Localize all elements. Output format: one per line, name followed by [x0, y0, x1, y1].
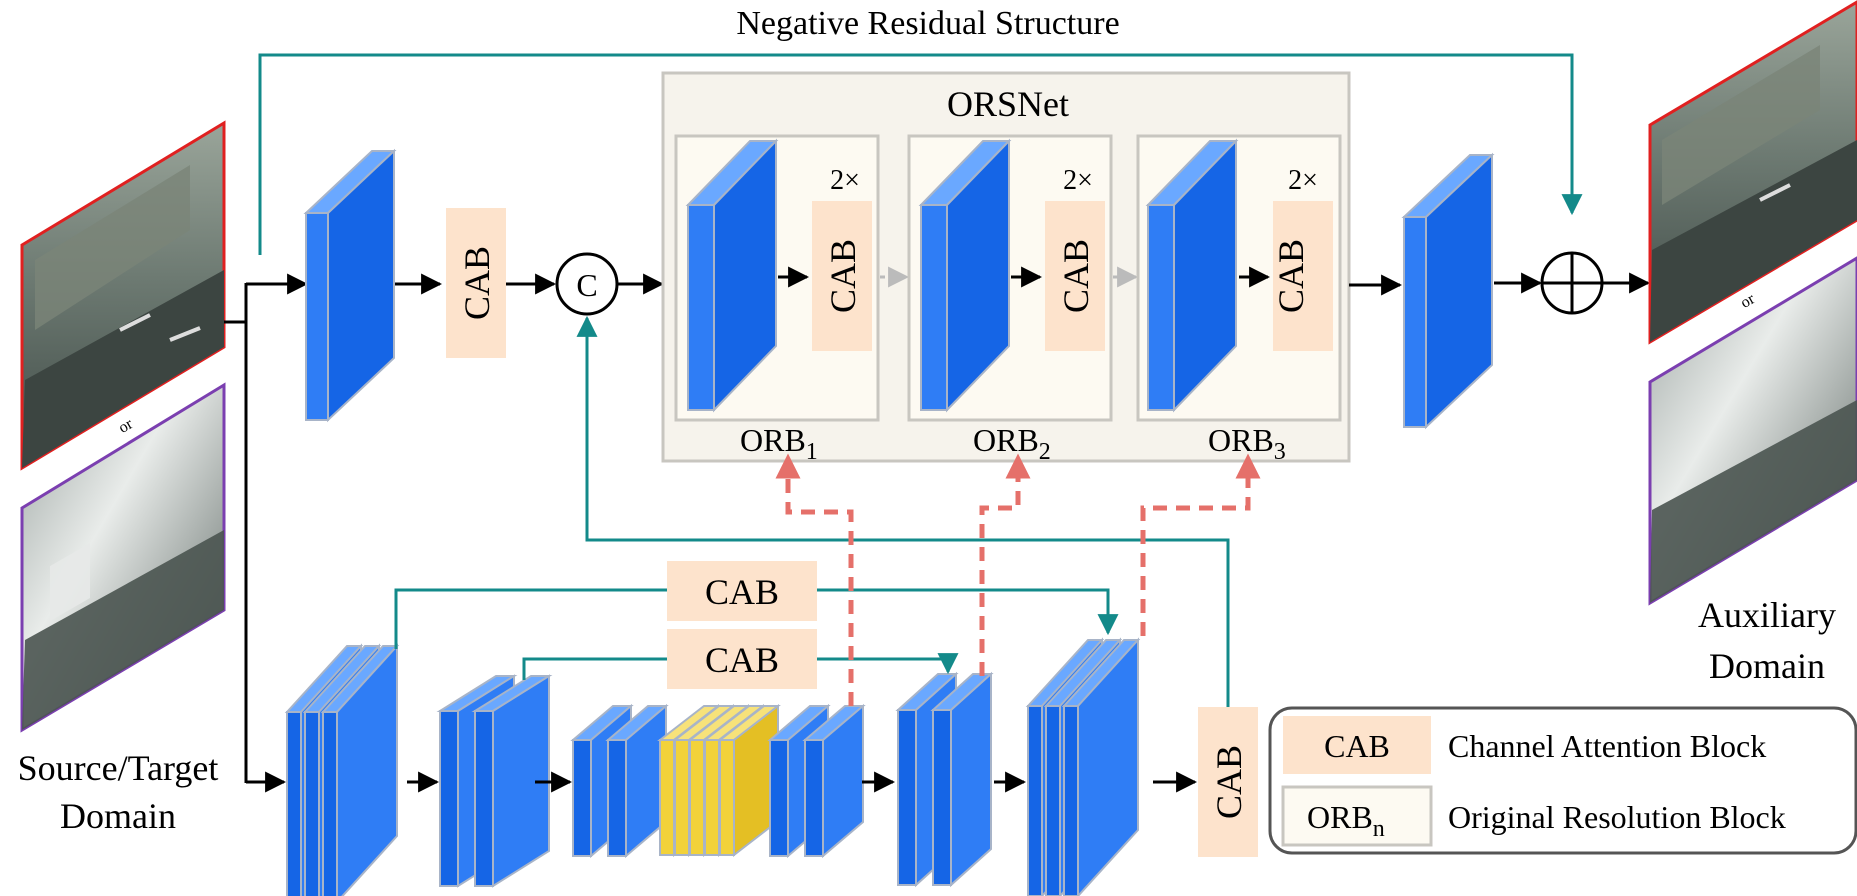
enc-block-1-3	[320, 643, 400, 896]
concat-node: C	[555, 252, 619, 316]
input-image-foggy	[20, 382, 226, 733]
orb-2-conv-shape	[918, 138, 1012, 413]
aux-label-line2: Domain	[1709, 646, 1825, 686]
bottleneck-yellow-5	[717, 703, 781, 858]
output-or-label: or	[1738, 290, 1759, 312]
legend: CAB Channel Attention Block ORBn Origina…	[1268, 706, 1857, 855]
guidance-to-orb-1	[775, 453, 854, 706]
orb-3-conv	[1145, 138, 1239, 413]
negative-residual-skip	[258, 53, 1583, 255]
cab-block-top: CAB	[446, 208, 506, 358]
cab-skip-inner: CAB	[667, 629, 817, 689]
orb-2-conv	[918, 138, 1012, 413]
dec-block-1-2	[802, 703, 866, 859]
cab-skip-outer: CAB	[667, 561, 817, 621]
guidance-to-orb-2	[979, 453, 1031, 676]
orb-1-conv	[685, 138, 779, 413]
legend-orb-desc: Original Resolution Block	[1448, 799, 1786, 835]
orb-2-cab-text: CAB	[1056, 239, 1096, 313]
dec-block-3-3	[1061, 637, 1141, 896]
output-image-foggy	[1648, 256, 1857, 606]
source-label-line2: Domain	[60, 796, 176, 836]
legend-cab-desc: Channel Attention Block	[1448, 728, 1766, 764]
encoder-decoder-blocks	[284, 637, 1141, 896]
legend-cab-key: CAB	[1324, 728, 1390, 764]
guidance-to-orb-3	[1140, 453, 1261, 636]
orb-1-cab	[812, 201, 872, 351]
legend-cab-swatch	[1283, 716, 1431, 774]
top-conv-2-shape	[1401, 152, 1495, 430]
orb-block-2: CAB 2×	[907, 134, 1113, 422]
sum-node	[1540, 251, 1604, 315]
orb-1-cab-text: CAB	[823, 239, 863, 313]
cab-skip-inner-text: CAB	[705, 640, 779, 680]
orb-3-conv-shape	[1145, 138, 1239, 413]
concat-symbol: C	[576, 267, 597, 303]
orb-2-cab	[1045, 201, 1105, 351]
orb-3-cab	[1273, 201, 1333, 351]
orb-2-label: ORB2	[973, 422, 1051, 465]
orb-block-3: CAB 2×	[1136, 134, 1342, 422]
orb-3-repeat: 2×	[1288, 165, 1318, 196]
cab-text-top: CAB	[457, 246, 497, 320]
orb-3-label: ORB3	[1208, 422, 1286, 465]
dec-block-2-2	[930, 671, 994, 888]
feature-return-to-concat	[576, 315, 1230, 707]
orb-block-1: CAB 2×	[674, 134, 880, 422]
orb-2-repeat: 2×	[1063, 165, 1093, 196]
source-label-line1: Source/Target	[18, 748, 219, 788]
conv-block-top-1	[303, 148, 397, 423]
enc-block-3-2	[605, 703, 669, 859]
top-conv-1-shape	[303, 148, 397, 423]
cab-skip-outer-text: CAB	[705, 572, 779, 612]
cab-bottom-text: CAB	[1209, 745, 1249, 819]
input-or-label: or	[116, 415, 137, 437]
orsnet-label: ORSNet	[947, 84, 1069, 124]
orb-3-cab-text: CAB	[1271, 239, 1311, 313]
aux-label-line1: Auxiliary	[1698, 595, 1836, 635]
input-image-clear	[20, 120, 226, 471]
orb-1-label: ORB1	[740, 422, 818, 465]
orb-1-repeat: 2×	[830, 165, 860, 196]
cab-block-bottom: CAB	[1198, 707, 1258, 857]
enc-block-2-2	[471, 674, 553, 888]
title-negative-residual: Negative Residual Structure	[736, 5, 1119, 42]
legend-orb-key: ORBn	[1307, 799, 1385, 842]
orb-1-conv-shape	[685, 138, 779, 413]
legend-orb-swatch	[1281, 785, 1433, 847]
output-image-clear	[1648, 0, 1857, 345]
conv-block-top-2	[1401, 152, 1495, 430]
